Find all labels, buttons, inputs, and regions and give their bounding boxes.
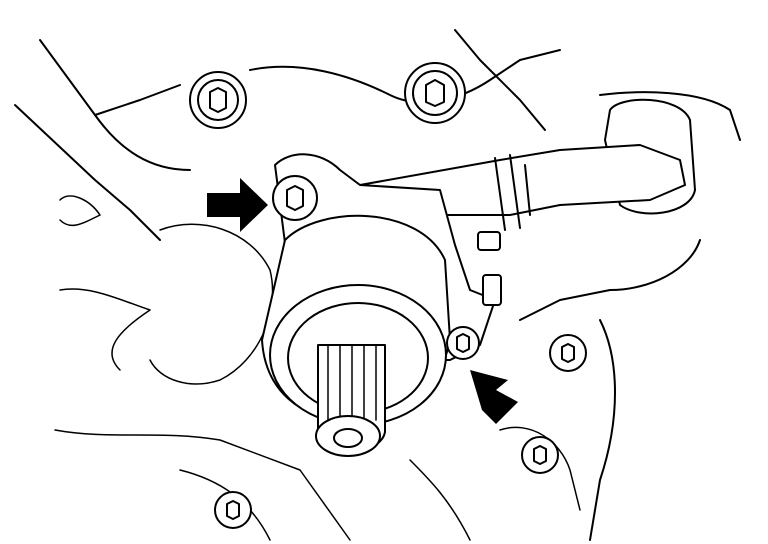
- bolt-icon: [189, 71, 247, 129]
- bolt-icon: [214, 491, 252, 529]
- bolt-icon: [446, 326, 480, 360]
- bolt-icon: [521, 436, 559, 474]
- arrow-icon: [207, 178, 268, 232]
- bolt-icon: [272, 175, 318, 221]
- bolt-icon: [404, 62, 466, 124]
- clutch-release-cylinder: [261, 153, 502, 457]
- arrow-icon: [470, 370, 518, 424]
- bolt-icon: [549, 334, 587, 372]
